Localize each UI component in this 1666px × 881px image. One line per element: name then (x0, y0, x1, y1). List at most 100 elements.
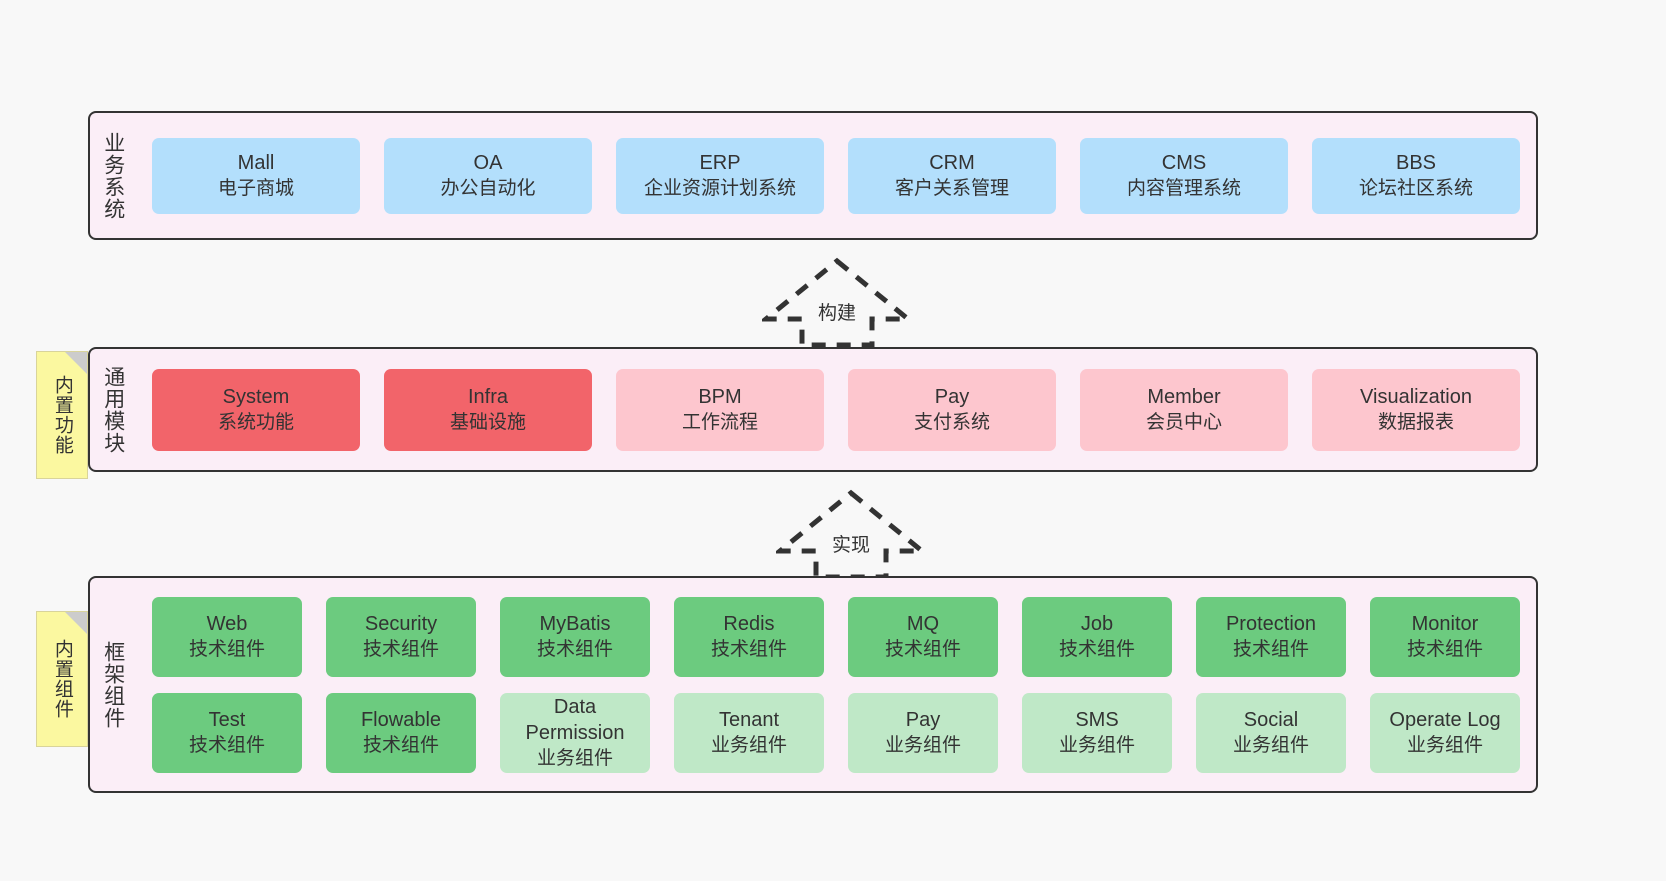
node-web-sub: 技术组件 (188, 639, 265, 661)
node-protection-name: Protection (1225, 612, 1317, 635)
node-flowable-sub: 技术组件 (362, 735, 439, 757)
node-pay-module[interactable]: Pay 支付系统 (848, 368, 1056, 451)
node-tenant-name: Tenant (718, 708, 780, 731)
node-mybatis-sub: 技术组件 (536, 639, 613, 661)
sticky-note-builtin-components-label: 内置组件 (51, 639, 73, 719)
node-member-sub: 会员中心 (1145, 412, 1222, 434)
node-data-permission[interactable]: Data Permission 业务组件 (500, 692, 650, 773)
node-cms[interactable]: CMS 内容管理系统 (1080, 137, 1288, 214)
node-protection-sub: 技术组件 (1232, 639, 1309, 661)
sticky-note-builtin-functions-label: 内置功能 (51, 375, 73, 455)
block-arrow-implement-icon: 实现 (776, 489, 926, 581)
node-job[interactable]: Job 技术组件 (1022, 596, 1172, 677)
node-social[interactable]: Social 业务组件 (1196, 692, 1346, 773)
layer-title-framework-components: 框架组件 (101, 640, 125, 729)
node-bbs-sub: 论坛社区系统 (1358, 178, 1473, 200)
node-sms-name: SMS (1075, 708, 1119, 731)
node-pay-component[interactable]: Pay 业务组件 (848, 692, 998, 773)
node-crm[interactable]: CRM 客户关系管理 (848, 137, 1056, 214)
node-visualization[interactable]: Visualization 数据报表 (1312, 368, 1520, 451)
node-pay-component-sub: 业务组件 (884, 735, 961, 757)
common-modules-row: System 系统功能 Infra 基础设施 BPM 工作流程 Pay 支付系统… (152, 368, 1520, 451)
node-erp[interactable]: ERP 企业资源计划系统 (616, 137, 824, 214)
node-crm-name: CRM (929, 151, 975, 174)
block-arrow-build-icon: 构建 (762, 257, 912, 349)
layer-title-common-modules: 通用模块 (101, 365, 125, 454)
node-operate-log-sub: 业务组件 (1406, 735, 1483, 757)
business-systems-row: Mall 电子商城 OA 办公自动化 ERP 企业资源计划系统 CRM 客户关系… (152, 137, 1520, 214)
node-sms[interactable]: SMS 业务组件 (1022, 692, 1172, 773)
node-flowable-name: Flowable (360, 708, 442, 731)
node-oa-name: OA (473, 151, 503, 174)
node-oa[interactable]: OA 办公自动化 (384, 137, 592, 214)
node-protection[interactable]: Protection 技术组件 (1196, 596, 1346, 677)
node-mall[interactable]: Mall 电子商城 (152, 137, 360, 214)
node-mall-name: Mall (237, 151, 275, 174)
node-cms-name: CMS (1161, 151, 1207, 174)
node-infra-sub: 基础设施 (449, 412, 526, 434)
node-data-permission-sub: 业务组件 (536, 748, 613, 770)
node-bpm-name: BPM (698, 385, 742, 408)
node-system[interactable]: System 系统功能 (152, 368, 360, 451)
layer-common-modules: 通用模块 System 系统功能 Infra 基础设施 BPM 工作流程 Pay… (88, 347, 1538, 472)
node-bpm-sub: 工作流程 (681, 412, 758, 434)
sticky-note-builtin-functions: 内置功能 (36, 351, 88, 479)
node-social-name: Social (1243, 708, 1299, 731)
layer-body-business-systems: Mall 电子商城 OA 办公自动化 ERP 企业资源计划系统 CRM 客户关系… (136, 113, 1536, 238)
node-web-name: Web (206, 612, 248, 635)
node-pay-module-name: Pay (934, 385, 970, 408)
node-job-name: Job (1080, 612, 1114, 635)
node-redis-sub: 技术组件 (710, 639, 787, 661)
layer-framework-components: 框架组件 Web 技术组件 Security 技术组件 MyBatis 技术组件… (88, 576, 1538, 793)
note-fold-corner-icon (65, 352, 87, 374)
node-monitor-name: Monitor (1411, 612, 1479, 635)
note-fold-corner-icon (65, 612, 87, 634)
framework-business-row: Test 技术组件 Flowable 技术组件 Data Permission … (152, 692, 1520, 773)
node-system-sub: 系统功能 (217, 412, 294, 434)
node-operate-log[interactable]: Operate Log 业务组件 (1370, 692, 1520, 773)
node-system-name: System (222, 385, 290, 408)
node-cms-sub: 内容管理系统 (1126, 178, 1241, 200)
node-visualization-sub: 数据报表 (1377, 412, 1454, 434)
layer-body-framework-components: Web 技术组件 Security 技术组件 MyBatis 技术组件 Redi… (136, 578, 1536, 791)
node-visualization-name: Visualization (1360, 385, 1472, 408)
node-member-name: Member (1147, 385, 1221, 408)
node-erp-name: ERP (699, 151, 741, 174)
node-test-sub: 技术组件 (188, 735, 265, 757)
node-operate-log-name: Operate Log (1389, 708, 1501, 731)
node-flowable[interactable]: Flowable 技术组件 (326, 692, 476, 773)
node-infra-name: Infra (467, 385, 509, 408)
node-tenant[interactable]: Tenant 业务组件 (674, 692, 824, 773)
framework-tech-row: Web 技术组件 Security 技术组件 MyBatis 技术组件 Redi… (152, 596, 1520, 677)
node-bbs-name: BBS (1395, 151, 1437, 174)
node-mq-name: MQ (906, 612, 940, 635)
node-erp-sub: 企业资源计划系统 (643, 178, 796, 200)
node-mybatis-name: MyBatis (539, 612, 611, 635)
node-job-sub: 技术组件 (1058, 639, 1135, 661)
node-oa-sub: 办公自动化 (440, 178, 536, 200)
node-pay-component-name: Pay (905, 708, 941, 731)
node-test[interactable]: Test 技术组件 (152, 692, 302, 773)
node-bpm[interactable]: BPM 工作流程 (616, 368, 824, 451)
node-crm-sub: 客户关系管理 (894, 178, 1009, 200)
node-sms-sub: 业务组件 (1058, 735, 1135, 757)
node-infra[interactable]: Infra 基础设施 (384, 368, 592, 451)
node-tenant-sub: 业务组件 (710, 735, 787, 757)
node-web[interactable]: Web 技术组件 (152, 596, 302, 677)
node-security-name: Security (364, 612, 438, 635)
node-bbs[interactable]: BBS 论坛社区系统 (1312, 137, 1520, 214)
node-member[interactable]: Member 会员中心 (1080, 368, 1288, 451)
node-redis[interactable]: Redis 技术组件 (674, 596, 824, 677)
node-redis-name: Redis (723, 612, 775, 635)
node-security[interactable]: Security 技术组件 (326, 596, 476, 677)
node-data-permission-name: Data Permission (525, 695, 625, 744)
node-social-sub: 业务组件 (1232, 735, 1309, 757)
layer-body-common-modules: System 系统功能 Infra 基础设施 BPM 工作流程 Pay 支付系统… (136, 349, 1536, 470)
node-mall-sub: 电子商城 (217, 178, 294, 200)
node-mq[interactable]: MQ 技术组件 (848, 596, 998, 677)
node-mybatis[interactable]: MyBatis 技术组件 (500, 596, 650, 677)
node-monitor[interactable]: Monitor 技术组件 (1370, 596, 1520, 677)
node-monitor-sub: 技术组件 (1406, 639, 1483, 661)
node-security-sub: 技术组件 (362, 639, 439, 661)
